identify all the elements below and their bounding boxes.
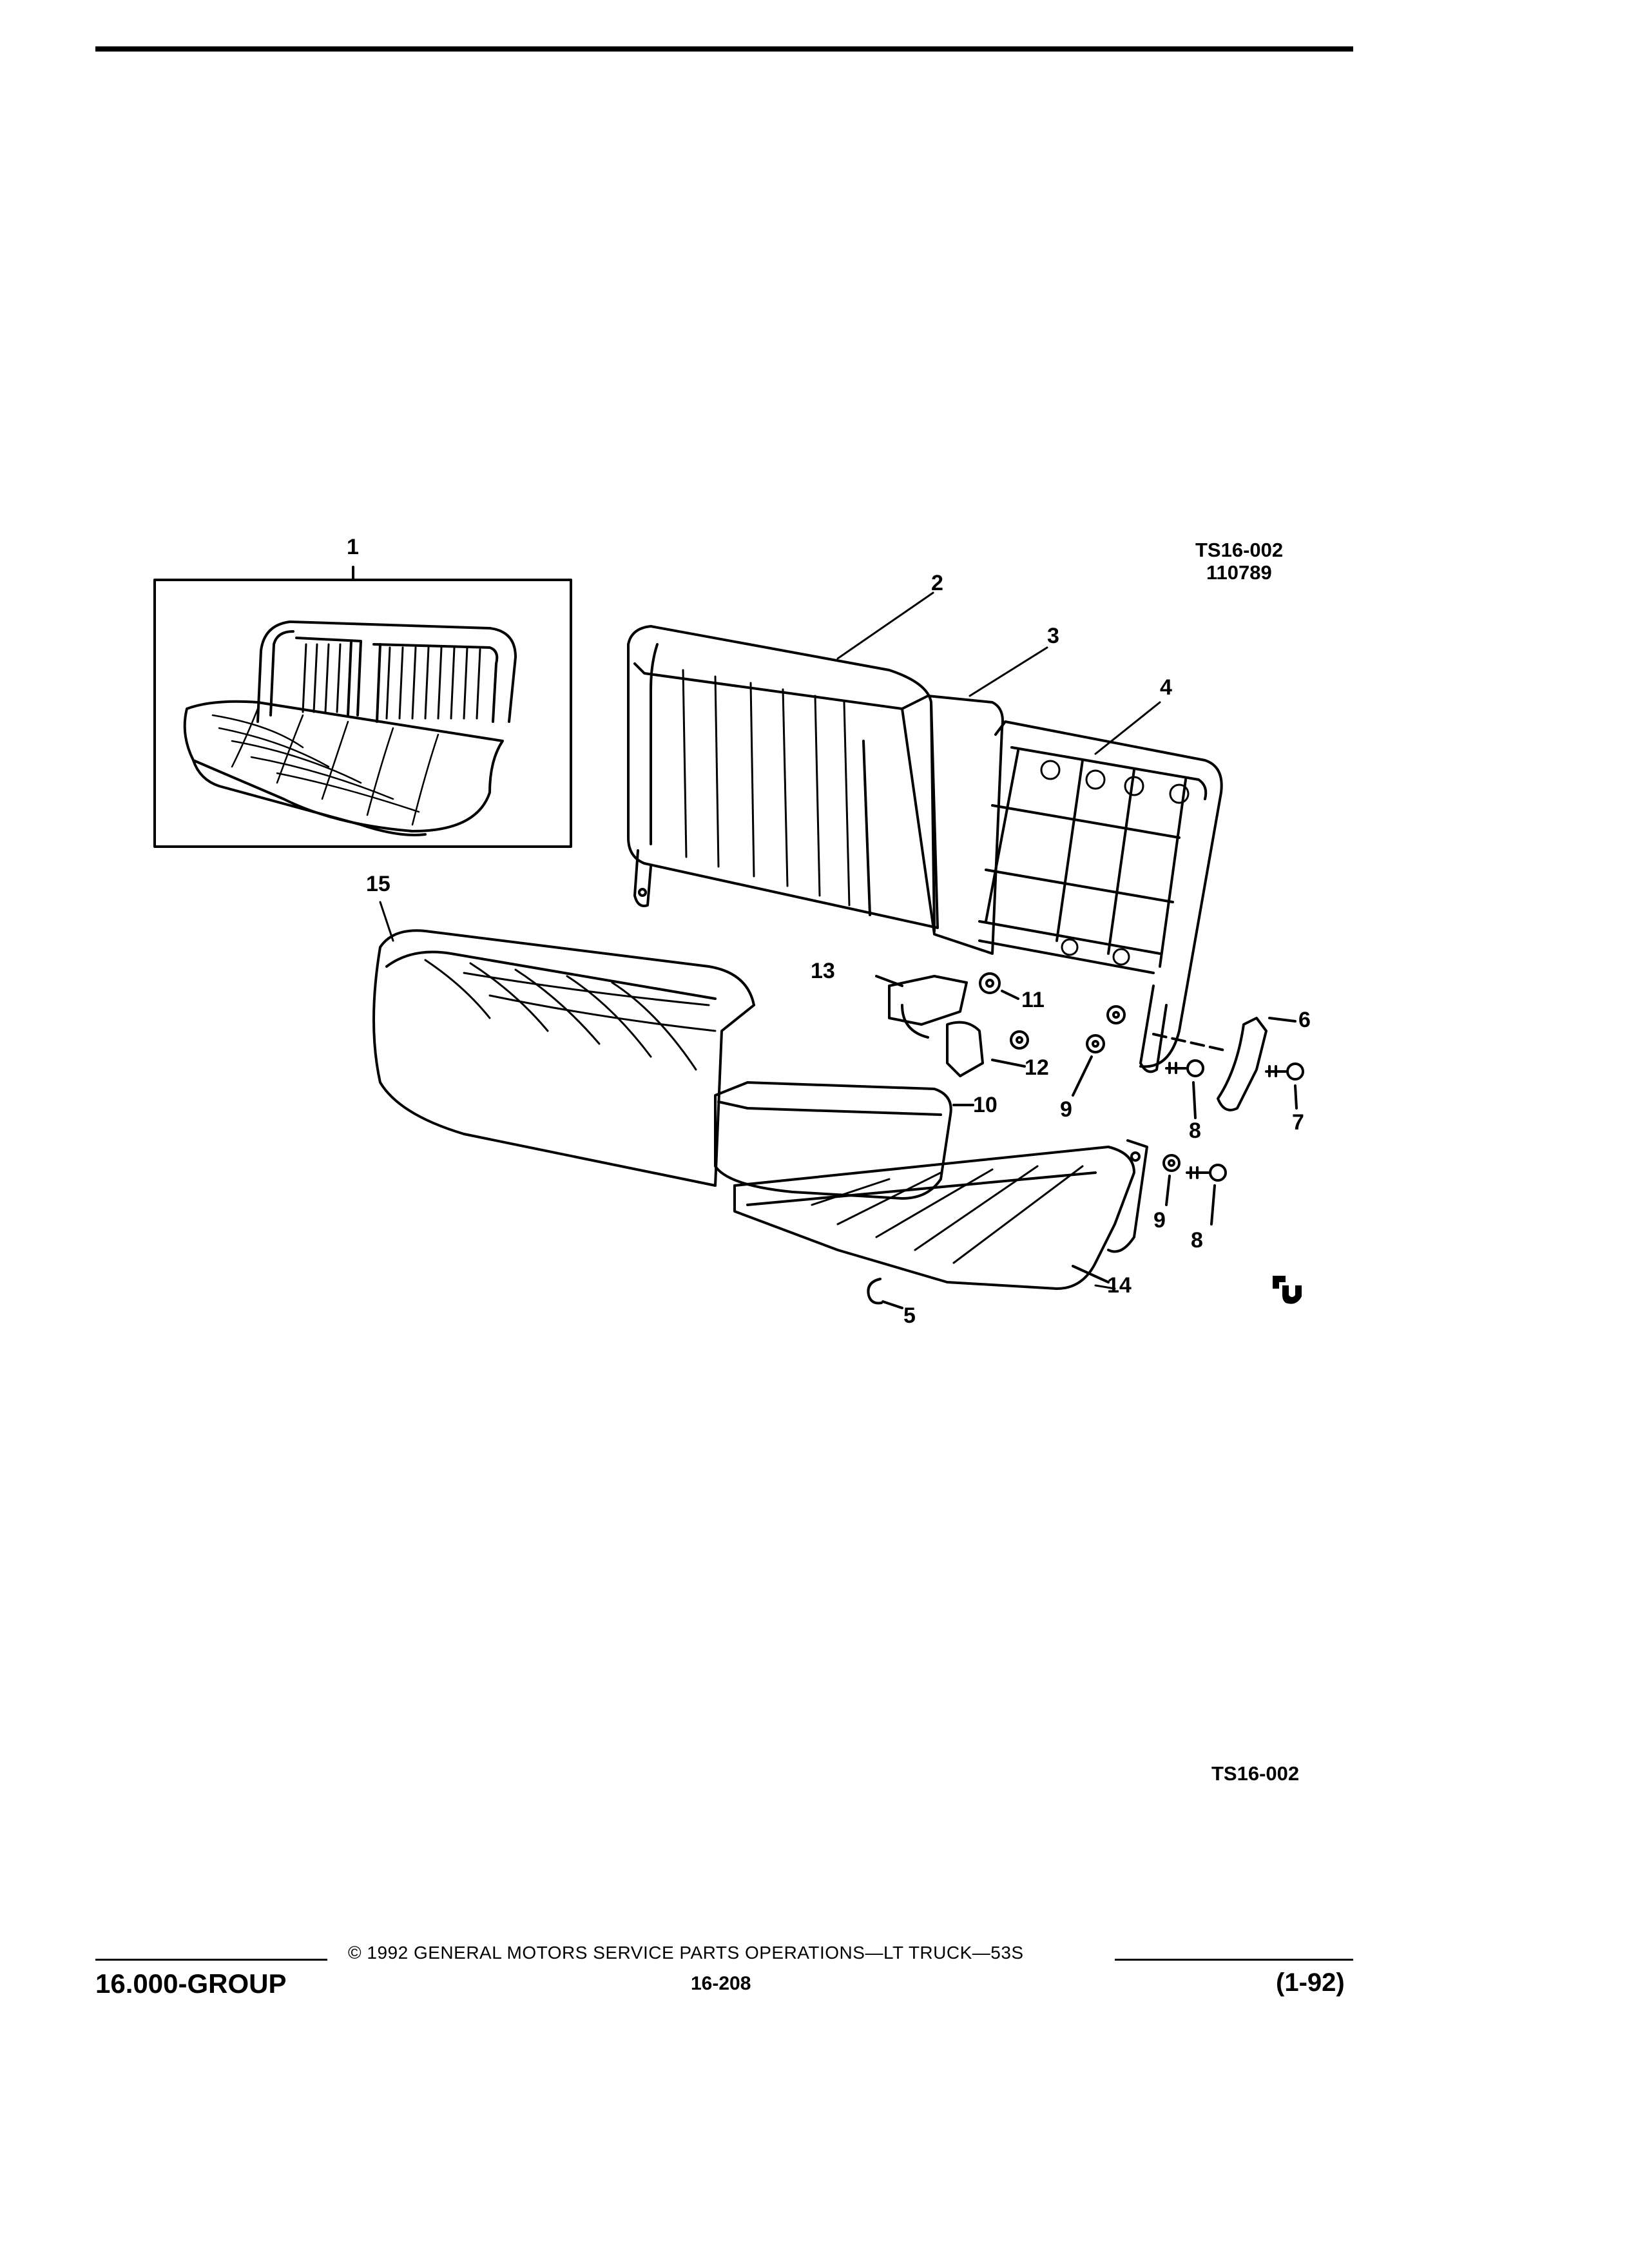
callout-7: 7: [1292, 1110, 1304, 1135]
callout-6: 6: [1298, 1008, 1311, 1032]
footer-group: 16.000-GROUP: [95, 1968, 287, 1999]
footer-page-number: 16-208: [691, 1973, 751, 1994]
bench-seat-inset: [153, 566, 572, 848]
seat-cushion-frame: [733, 1139, 1148, 1290]
hinge-hardware: [1072, 1005, 1304, 1225]
footer-copyright: © 1992 GENERAL MOTORS SERVICE PARTS OPER…: [348, 1943, 1024, 1963]
footer-rule-right: [1115, 1959, 1353, 1961]
seat-back-cover: [627, 625, 939, 929]
seat-back-frame: [978, 720, 1223, 1073]
seat-cushion-pad: [714, 1081, 974, 1200]
figure-code-bottom: TS16-002: [1211, 1762, 1300, 1785]
seat-cushion-cover: [372, 929, 755, 1187]
footer-rule-left: [95, 1959, 327, 1961]
callout-10: 10: [973, 1093, 998, 1117]
callout-8-upper: 8: [1189, 1119, 1201, 1143]
callout-3: 3: [1047, 624, 1059, 648]
callout-4: 4: [1160, 675, 1172, 700]
figure-code-top: TS16-002: [1195, 539, 1284, 561]
footer-date: (1-92): [1276, 1968, 1345, 1997]
retaining-ring: [867, 1278, 903, 1309]
callout-11: 11: [1021, 988, 1045, 1012]
callout-5: 5: [903, 1303, 916, 1328]
figure-date-code: 110789: [1206, 561, 1272, 584]
latch-assembly: [875, 972, 1029, 1077]
callout-13: 13: [811, 959, 835, 983]
callout-15: 15: [366, 872, 390, 896]
callout-9-lower: 9: [1153, 1208, 1166, 1233]
seat-back-pad: [901, 695, 1004, 955]
callout-1: 1: [347, 535, 359, 559]
callout-9-upper: 9: [1060, 1097, 1072, 1122]
callout-12: 12: [1025, 1055, 1049, 1080]
callout-2: 2: [931, 571, 943, 595]
gm-logo-mark: [1273, 1276, 1302, 1304]
callout-leaders: [379, 591, 1161, 1290]
header-rule: [95, 46, 1353, 52]
callout-14: 14: [1107, 1273, 1132, 1298]
callout-8-lower: 8: [1191, 1228, 1203, 1253]
